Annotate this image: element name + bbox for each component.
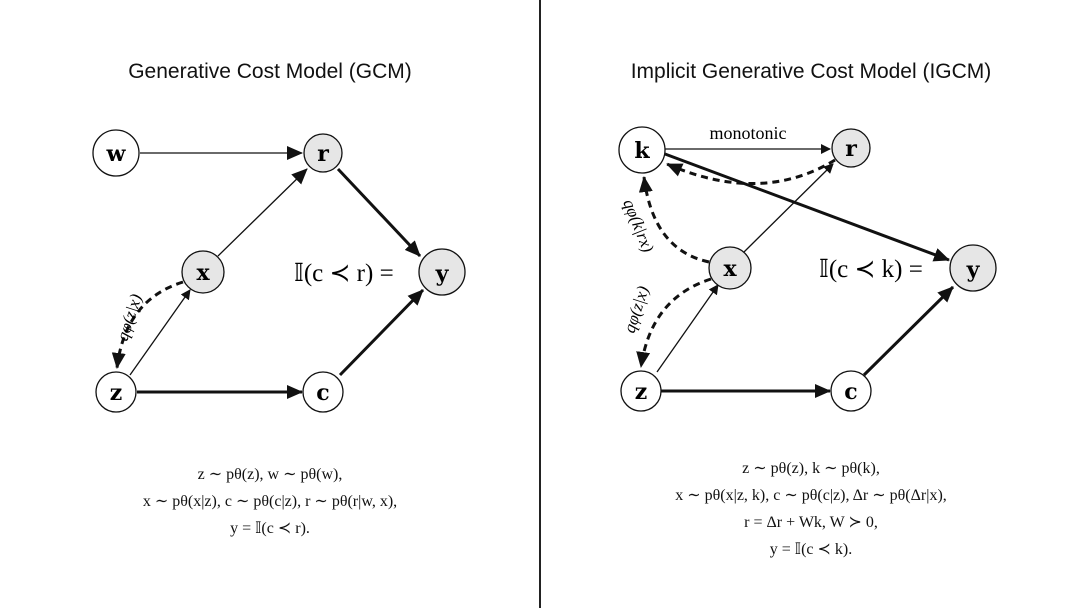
svg-text:z: z	[110, 380, 123, 406]
node-r: r	[831, 128, 871, 168]
igcm-formula-line: y = 𝕀(c ≺ k).	[769, 541, 853, 558]
node-c: c	[830, 370, 872, 412]
igcm-formula-line: z ∼ pθ(z), k ∼ pθ(k),	[742, 460, 880, 477]
igcm-condition: 𝕀(c ≺ k) =	[819, 256, 923, 283]
igcm-title: Implicit Generative Cost Model (IGCM)	[630, 60, 992, 83]
panel-divider	[539, 0, 541, 608]
svg-text:r: r	[317, 141, 329, 167]
svg-text:c: c	[316, 380, 329, 406]
edge-c-y	[338, 288, 425, 377]
svg-text:r: r	[845, 136, 857, 162]
gcm-formulas: z ∼ pθ(z), w ∼ pθ(w), x ∼ pθ(x|z), c ∼ p…	[0, 461, 540, 542]
node-x: x	[708, 246, 752, 290]
edge-x-k-inference	[638, 176, 710, 264]
edge-c-y	[862, 285, 955, 377]
node-z: z	[620, 370, 662, 412]
edge-x-r	[743, 163, 834, 253]
svg-text:y: y	[435, 261, 450, 287]
gcm-panel: Generative Cost Model (GCM) w r	[0, 60, 540, 542]
node-r: r	[303, 133, 343, 173]
edge-r-y	[336, 167, 422, 258]
igcm-formula-line: x ∼ pθ(x|z, k), c ∼ pθ(c|z), Δr ∼ pθ(Δr|…	[675, 487, 947, 504]
edge-k-y	[664, 152, 950, 262]
gcm-formula-line: x ∼ pθ(x|z), c ∼ pθ(c|z), r ∼ pθ(r|w, x)…	[142, 493, 398, 510]
node-k: k	[618, 126, 666, 174]
gcm-formula-line: z ∼ pθ(z), w ∼ pθ(w),	[197, 466, 343, 483]
svg-text:c: c	[844, 379, 857, 405]
gcm-condition: 𝕀(c ≺ r) =	[294, 260, 394, 287]
gcm-inference-label: qφ(z|x)	[113, 291, 146, 343]
igcm-formulas: z ∼ pθ(z), k ∼ pθ(k), x ∼ pθ(x|z, k), c …	[541, 455, 1080, 563]
node-c: c	[302, 371, 344, 413]
node-y: y	[418, 248, 466, 296]
edge-z-x	[656, 284, 719, 373]
edge-x-z-inference	[636, 277, 712, 368]
igcm-inference-label-z: qφ(z|x)	[620, 283, 653, 335]
gcm-formula-line: y = 𝕀(c ≺ r).	[230, 520, 310, 537]
igcm-inference-label-k: qφ(k|rx)	[619, 196, 658, 255]
gcm-title: Generative Cost Model (GCM)	[128, 60, 412, 83]
node-y: y	[949, 244, 997, 292]
igcm-panel: Implicit Generative Cost Model (IGCM) k …	[541, 0, 1080, 608]
igcm-formula-line: r = Δr + Wk, W ≻ 0,	[744, 514, 878, 531]
node-w: w	[92, 129, 140, 177]
edge-x-z-inference	[111, 280, 184, 369]
svg-text:k: k	[634, 138, 650, 164]
igcm-monotonic-label: monotonic	[710, 123, 787, 143]
svg-text:z: z	[635, 379, 648, 405]
node-z: z	[95, 371, 137, 413]
svg-text:x: x	[723, 256, 737, 282]
edge-x-r	[217, 168, 308, 257]
igcm-diagram: k r x y z c monotonic qφ(k|rx) qφ(z|x) 𝕀…	[618, 123, 997, 412]
svg-text:w: w	[106, 141, 127, 167]
node-x: x	[181, 250, 225, 294]
gcm-diagram: w r x y z c qφ(z|x) 𝕀(c ≺ r) =	[92, 129, 466, 413]
svg-text:y: y	[966, 257, 981, 283]
edge-z-x	[129, 289, 191, 376]
svg-text:x: x	[196, 260, 210, 286]
